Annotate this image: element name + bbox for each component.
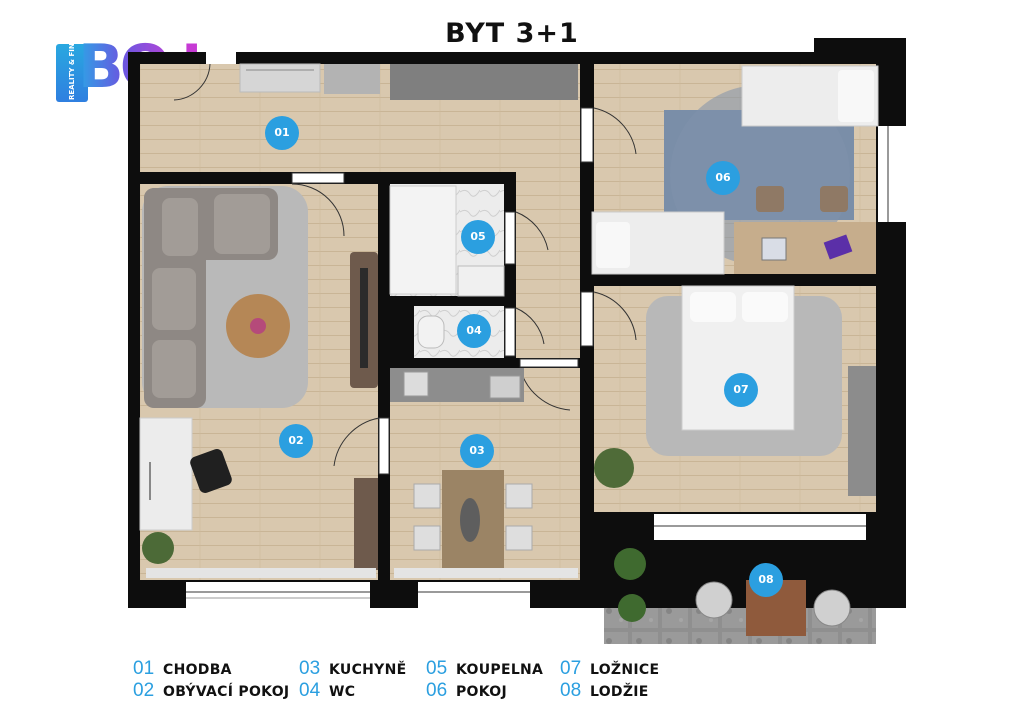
marker-label-05: 05 [470, 230, 486, 243]
marker-label-01: 01 [274, 126, 290, 139]
marker-03 [460, 434, 494, 468]
marker-05 [461, 220, 495, 254]
marker-07 [724, 373, 758, 407]
marker-01 [265, 116, 299, 150]
marker-label-07: 07 [733, 383, 749, 396]
marker-label-08: 08 [758, 573, 774, 586]
plan-title: BYT 3+1 [445, 18, 579, 49]
marker-02 [279, 424, 313, 458]
logo-badge: REALITY & FINANCE [56, 22, 88, 102]
marker-label-02: 02 [288, 434, 304, 447]
marker-label-03: 03 [469, 444, 485, 457]
marker-label-06: 06 [715, 171, 731, 184]
marker-08 [749, 563, 783, 597]
marker-label-04: 04 [466, 324, 482, 337]
marker-06 [706, 161, 740, 195]
floor-hall-corridor [516, 172, 580, 358]
marker-04 [457, 314, 491, 348]
